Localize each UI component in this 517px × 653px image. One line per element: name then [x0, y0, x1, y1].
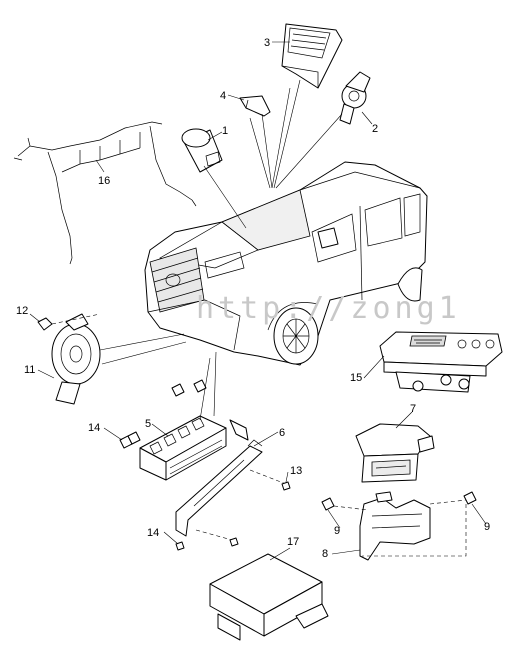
nuts-part-5 [119, 379, 207, 449]
part-1-switch [181, 128, 223, 173]
callout-5: 5 [145, 418, 151, 430]
part-3-overhead-console [281, 23, 343, 89]
part-2-sensor [339, 71, 371, 125]
part-12-nut [37, 317, 53, 331]
callout-14b: 14 [147, 527, 159, 539]
part-4-bracket [239, 95, 271, 117]
callout-11: 11 [24, 364, 35, 376]
nuts-9 [321, 491, 477, 511]
part-15-control-module [379, 331, 503, 393]
callout-16: 16 [98, 175, 110, 187]
callout-3: 3 [264, 37, 270, 49]
part-17-control-unit [209, 553, 329, 641]
callout-numbers: 1 2 3 4 5 6 7 8 9 9 11 12 13 14 14 15 16… [16, 37, 490, 560]
part-5-fuse-module [139, 415, 227, 481]
callout-13: 13 [290, 465, 302, 477]
part-11-horn [51, 313, 101, 405]
callout-9b: 9 [484, 521, 490, 533]
callout-9a: 9 [334, 525, 340, 537]
screw-13 [281, 481, 291, 491]
part-16-wiring-harness [13, 121, 197, 265]
screws-14 [175, 537, 239, 551]
callout-leaders [29, 41, 487, 561]
callout-14a: 14 [88, 422, 100, 434]
callout-2: 2 [372, 123, 378, 135]
part-7-ecu [355, 423, 435, 483]
watermark-text: http://zong1 [196, 291, 461, 326]
callout-8: 8 [322, 548, 328, 560]
part-6-mounting-bracket [175, 419, 263, 537]
callout-12: 12 [16, 305, 28, 317]
callout-6: 6 [279, 427, 285, 439]
callout-15: 15 [350, 372, 362, 384]
callout-4: 4 [220, 90, 226, 102]
callout-7: 7 [410, 403, 416, 415]
callout-17: 17 [287, 536, 299, 548]
part-8-bracket [359, 491, 431, 561]
callout-1: 1 [222, 125, 228, 137]
van-illustration [144, 161, 428, 366]
